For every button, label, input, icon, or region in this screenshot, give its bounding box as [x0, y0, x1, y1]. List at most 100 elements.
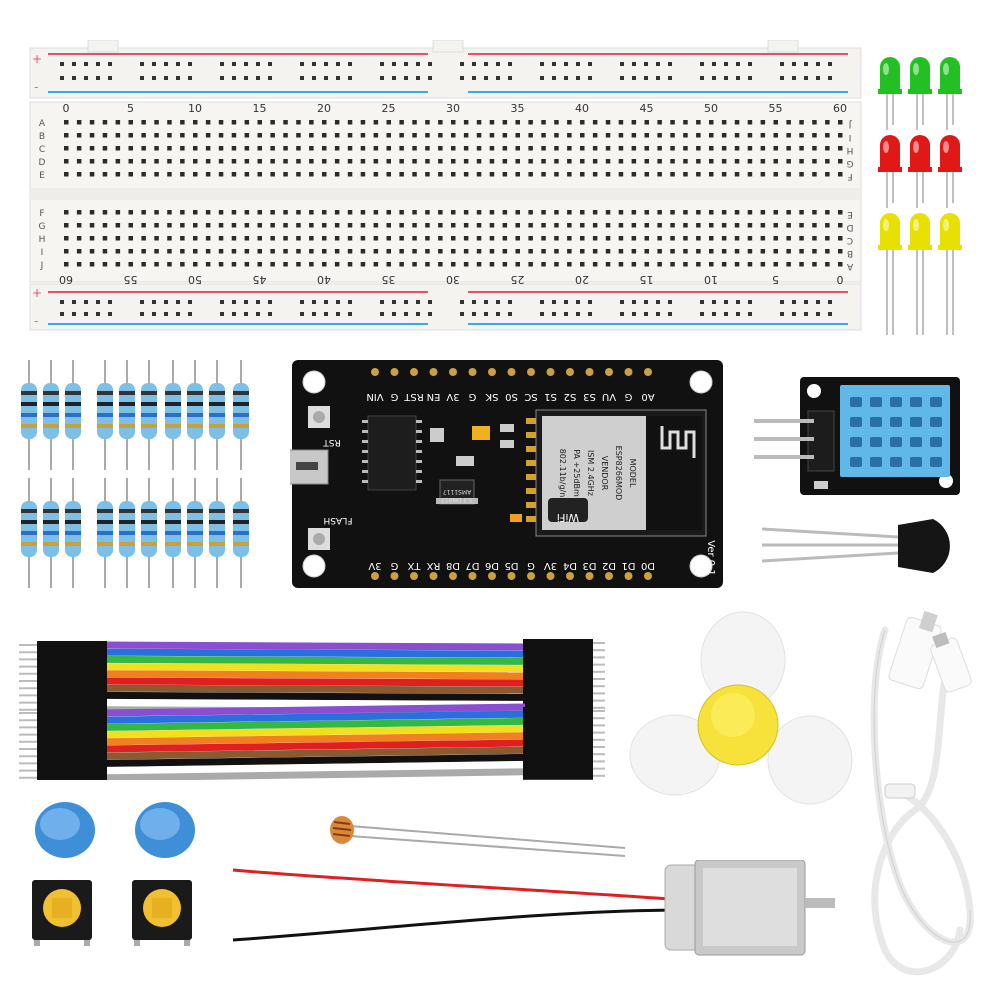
- resistor-band: [21, 402, 37, 406]
- breadboard-hole: [347, 120, 353, 125]
- breadboard-hole: [747, 262, 753, 267]
- breadboard-hole: [205, 262, 211, 267]
- breadboard-hole: [115, 120, 121, 125]
- rail-hole: [656, 62, 660, 66]
- rail-hole: [60, 312, 64, 316]
- breadboard-hole: [812, 172, 817, 177]
- rail-hole: [300, 76, 304, 80]
- breadboard-hole: [89, 172, 95, 177]
- breadboard-hole: [541, 236, 546, 241]
- sensor-vent: [870, 457, 882, 467]
- breadboard-hole: [541, 210, 546, 215]
- breadboard-hole: [102, 210, 108, 215]
- column-number-top: 5: [127, 102, 134, 115]
- breadboard-hole: [373, 120, 379, 125]
- breadboard-hole: [270, 262, 275, 267]
- breadboard-hole: [257, 133, 262, 138]
- led-highlight: [883, 219, 889, 231]
- breadboard-hole: [128, 120, 133, 125]
- breadboard-hole: [322, 146, 327, 151]
- breadboard-hole: [154, 133, 159, 138]
- breadboard-hole: [218, 146, 224, 151]
- column-number-top: 25: [382, 102, 396, 115]
- resistor-band: [97, 391, 113, 395]
- resistor-band: [165, 391, 181, 395]
- breadboard-hole: [180, 172, 185, 177]
- photoresistor-graphic: [330, 816, 626, 857]
- breadboard-hole: [257, 210, 262, 215]
- breadboard-hole: [128, 210, 133, 215]
- rail-hole: [96, 300, 100, 304]
- board-pin-hole: [371, 368, 379, 376]
- rail-hole: [460, 312, 464, 316]
- breadboard-hole: [322, 210, 327, 215]
- breadboard-hole: [760, 120, 766, 125]
- led-rim: [938, 89, 962, 94]
- breadboard-hole: [128, 223, 133, 228]
- jumper-wire: [104, 768, 526, 782]
- wire-header-right: [523, 721, 593, 730]
- breadboard-hole: [180, 249, 185, 254]
- breadboard-hole: [141, 159, 146, 164]
- breadboard-hole: [425, 172, 430, 177]
- breadboard-hole: [799, 223, 804, 228]
- rail-hole: [348, 312, 352, 316]
- breadboard-hole: [193, 210, 198, 215]
- column-number-bottom: 35: [382, 273, 396, 286]
- breadboard-hole: [102, 133, 108, 138]
- board-pin-hole: [605, 368, 613, 376]
- resistor-band: [233, 424, 249, 428]
- breadboard-hole: [631, 159, 637, 164]
- rail-hole: [336, 76, 340, 80]
- board-pin-label: G: [625, 391, 633, 402]
- breadboard-hole: [115, 210, 121, 215]
- resistor-band: [65, 520, 81, 524]
- sensor-vent: [850, 457, 862, 467]
- rail-hole: [564, 312, 568, 316]
- breadboard-hole: [502, 120, 508, 125]
- breadboard-hole: [334, 262, 340, 267]
- rail-hole: [108, 76, 112, 80]
- breadboard-hole: [386, 120, 391, 125]
- rail-hole: [416, 76, 420, 80]
- resistor-band: [141, 424, 157, 428]
- breadboard-hole: [670, 146, 675, 151]
- breadboard-hole: [734, 133, 740, 138]
- row-letter-right: H: [847, 145, 854, 155]
- breadboard-hole: [670, 210, 675, 215]
- breadboard-hole: [102, 249, 108, 254]
- rail-hole: [176, 312, 180, 316]
- rail-hole: [96, 62, 100, 66]
- breadboard-hole: [838, 210, 843, 215]
- rail-hole: [268, 62, 272, 66]
- breadboard-hole: [425, 120, 430, 125]
- board-pin-hole: [449, 368, 457, 376]
- breadboard-hole: [399, 159, 404, 164]
- rail-hole: [804, 76, 808, 80]
- board-pin-hole: [390, 368, 399, 376]
- breadboard-hole: [128, 172, 133, 177]
- resistor-band: [119, 531, 135, 535]
- breadboard-hole: [386, 262, 391, 267]
- breadboard-hole: [244, 262, 250, 267]
- rail-hole: [324, 300, 328, 304]
- breadboard-hole: [489, 159, 495, 164]
- rail-hole: [576, 300, 580, 304]
- rail-hole: [816, 300, 820, 304]
- transistor: [758, 515, 973, 580]
- breadboard-hole: [76, 210, 82, 215]
- rail-hole: [668, 62, 672, 66]
- breadboard-hole: [825, 262, 830, 267]
- led-green: [910, 57, 930, 93]
- rail-hole: [460, 76, 464, 80]
- breadboard-hole: [605, 120, 611, 125]
- board-pin-label: S0: [505, 391, 518, 402]
- breadboard-hole: [283, 146, 288, 151]
- breadboard-hole: [644, 159, 649, 164]
- esp-module-text: 802.11b/g/n: [558, 449, 567, 498]
- breadboard-hole: [773, 262, 778, 267]
- breadboard-hole: [476, 159, 482, 164]
- column-number-bottom: 20: [575, 273, 589, 286]
- breadboard-hole: [231, 249, 237, 254]
- rail-hole: [220, 62, 224, 66]
